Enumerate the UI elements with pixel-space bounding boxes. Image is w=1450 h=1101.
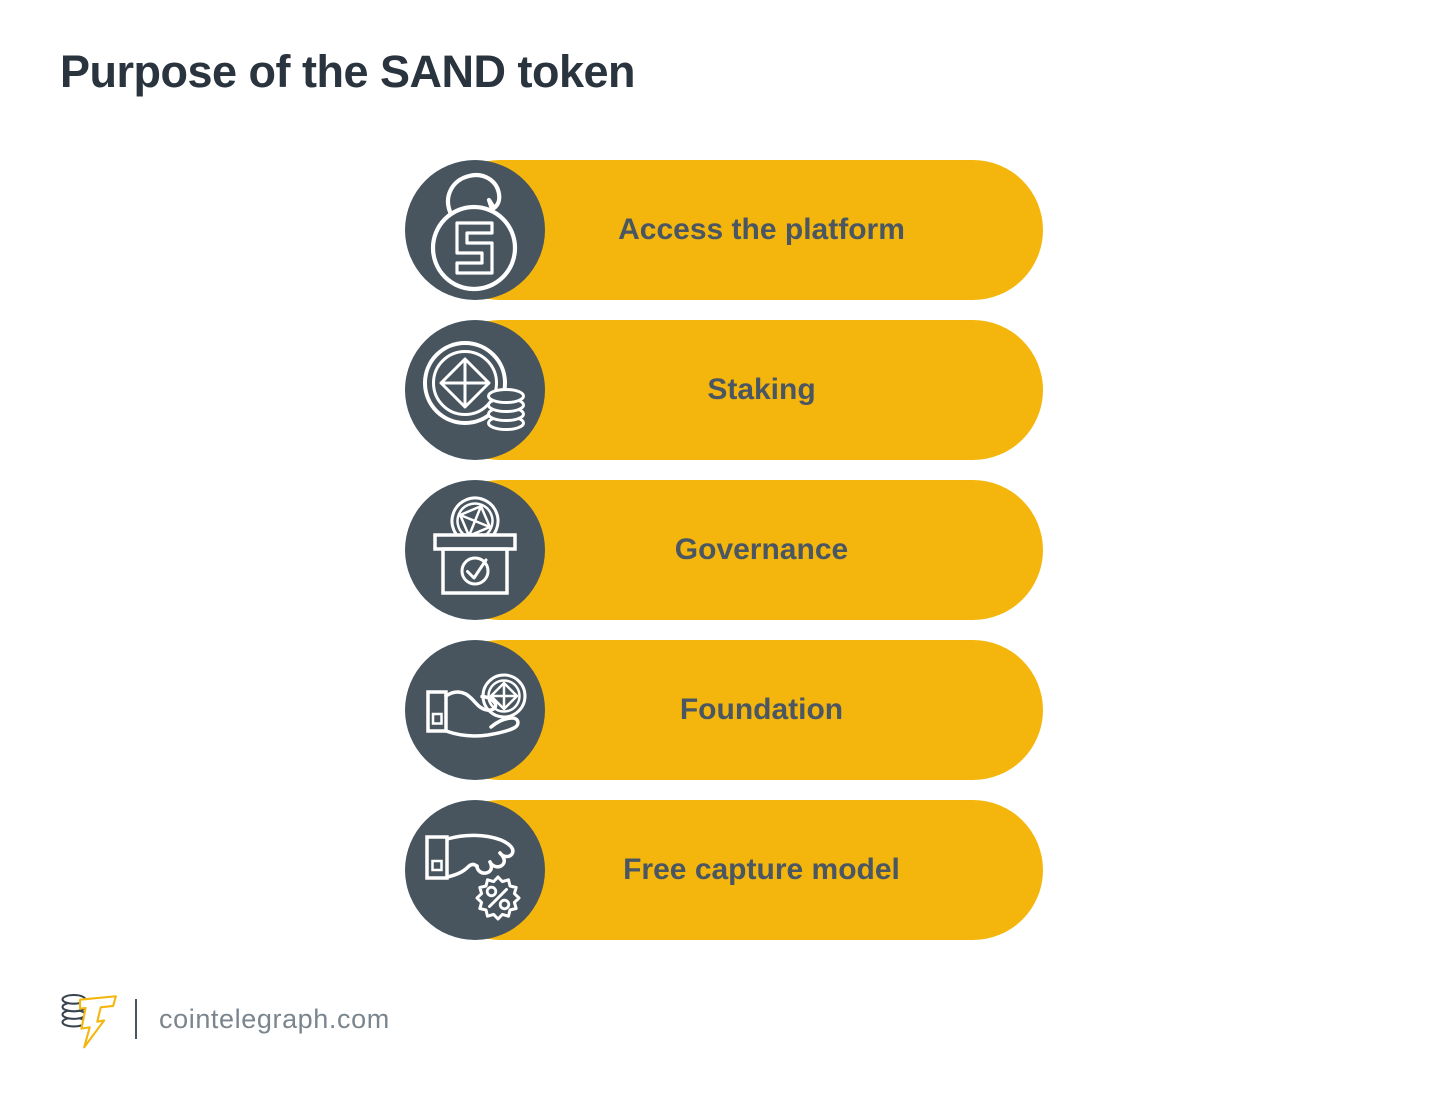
icon-circle — [405, 320, 545, 460]
item-label: Free capture model — [623, 853, 900, 886]
list-item-foundation: Foundation — [405, 640, 1050, 780]
cointelegraph-logo-icon — [61, 993, 117, 1049]
icon-circle — [405, 160, 545, 300]
list-item-access-platform: Access the platform — [405, 160, 1050, 300]
item-label: Access the platform — [618, 213, 905, 246]
lock-sand-icon — [430, 172, 518, 292]
hand-percent-badge-icon — [425, 833, 521, 921]
item-label: Foundation — [679, 693, 844, 726]
item-label: Governance — [674, 533, 849, 566]
purpose-list: Access the platform Staking — [405, 160, 1050, 960]
site-url: cointelegraph.com — [159, 1003, 390, 1034]
list-item-governance: Governance — [405, 480, 1050, 620]
list-item-staking: Staking — [405, 320, 1050, 460]
icon-circle — [405, 480, 545, 620]
page-title: Purpose of the SAND token — [60, 46, 636, 97]
hand-holding-coin-icon — [426, 673, 527, 738]
icon-circle — [405, 800, 545, 940]
footer-brand-bar: cointelegraph.com — [55, 988, 390, 1050]
icon-circle — [405, 640, 545, 780]
vertical-divider — [135, 999, 137, 1039]
ballot-box-coin-icon — [433, 496, 517, 595]
item-label: Staking — [707, 373, 816, 406]
list-item-free-capture-model: Free capture model — [405, 800, 1050, 940]
coin-and-stack-icon — [423, 341, 525, 431]
